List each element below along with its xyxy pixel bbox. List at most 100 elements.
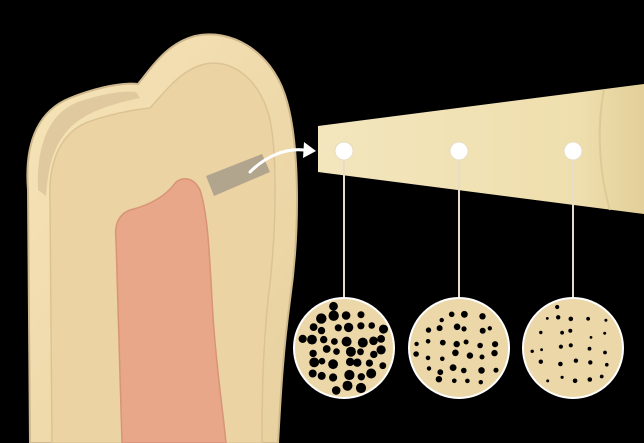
dentin-tubule <box>492 341 498 347</box>
dentin-tubule <box>559 345 563 349</box>
dentin-tubule <box>329 302 338 311</box>
dentin-tubule <box>539 331 542 334</box>
dentin-tubule <box>309 370 317 378</box>
dentin-tubule <box>437 369 443 375</box>
dentin-tubule <box>480 355 485 360</box>
dentin-tubule <box>461 311 468 318</box>
tubule-density-low <box>523 298 623 398</box>
circle-marker-icon <box>335 142 353 160</box>
dentin-tubule <box>344 370 354 380</box>
dentin-tubule <box>479 380 483 384</box>
dentin-tubule <box>561 376 564 379</box>
dentin-tubule <box>319 358 326 365</box>
dentin-tubule <box>368 322 375 329</box>
dentin-tubule <box>356 383 366 393</box>
tubule-density-medium <box>409 298 509 398</box>
dentin-tubule <box>307 335 317 345</box>
dentin-tubule <box>588 347 592 351</box>
dentin-tubule <box>569 343 573 347</box>
dentin-tubule <box>346 358 354 366</box>
dentin-tubule <box>413 351 419 357</box>
dentin-tubule <box>454 341 460 347</box>
dentin-tubule <box>560 331 564 335</box>
dentin-tubule <box>320 336 327 343</box>
dentin-tubule <box>452 379 457 384</box>
dentin-tubule <box>379 362 386 369</box>
dentin-tubule <box>558 362 563 367</box>
dentin-tubule <box>328 359 338 369</box>
dentin-tubule <box>494 368 499 373</box>
dentin-tubule <box>568 329 572 333</box>
dentin-tubule <box>603 351 607 355</box>
dentin-tubule <box>369 337 378 346</box>
dentin-tubule <box>310 323 318 331</box>
dentin-tubule <box>353 359 361 367</box>
dentin-tubule <box>588 360 592 364</box>
dentin-tubule <box>569 317 574 322</box>
dentin-tubule <box>531 350 534 353</box>
dentin-tubule <box>357 322 364 329</box>
circle-marker-icon <box>564 142 582 160</box>
dentin-tubule <box>556 315 560 319</box>
dentin-tubule <box>299 335 307 343</box>
dentin-tubule <box>377 345 386 354</box>
dentin-tubule <box>309 350 316 357</box>
dentin-tubule <box>464 340 469 345</box>
dentin-tubule <box>427 366 431 370</box>
dentin-tubule <box>539 360 543 364</box>
dentin-tubule <box>574 359 578 363</box>
dentin-tubule <box>452 350 459 357</box>
dentin-tubule <box>358 311 365 318</box>
dentin-tubule <box>588 377 593 382</box>
dentin-tubule <box>329 311 339 321</box>
dentin-tubule <box>342 311 351 320</box>
dentin-tubule <box>477 343 483 349</box>
dentin-tubule <box>436 376 442 382</box>
dentin-tubule <box>488 326 492 330</box>
dentin-tubule <box>316 313 326 323</box>
dentin-tubule <box>332 386 341 395</box>
dentin-tubule <box>546 379 549 382</box>
dentin-tubule <box>331 338 338 345</box>
circle-marker-icon <box>450 142 468 160</box>
dentin-tubule <box>555 305 559 309</box>
dentin-tubule <box>335 324 342 331</box>
tubule-density-high <box>294 298 394 398</box>
dentin-tubule <box>604 319 607 322</box>
dentin-tubule <box>377 335 385 343</box>
dentin-tubule <box>366 369 376 379</box>
dentin-tubule <box>437 325 443 331</box>
dentin-tubule <box>586 317 590 321</box>
dentin-tubule <box>346 347 356 357</box>
dentin-tubule <box>467 352 473 358</box>
dentin-tubule <box>480 328 486 334</box>
dentin-tubule <box>342 337 352 347</box>
dentin-tubule <box>440 318 444 322</box>
dentin-tubule <box>440 340 446 346</box>
dentin-tubule <box>414 342 418 346</box>
dentin-tubule <box>449 312 455 318</box>
dentin-tubule <box>540 348 543 351</box>
dentin-tubule <box>358 338 368 348</box>
dentin-tubule <box>465 379 470 384</box>
dentin-tubule <box>478 367 485 374</box>
dentin-tubule <box>461 326 466 331</box>
dentin-tubule <box>333 348 340 355</box>
dentin-tubule <box>450 364 457 371</box>
dentin-tubule <box>491 350 497 356</box>
dentin-tubule <box>329 373 337 381</box>
dentin-tubule <box>426 339 431 344</box>
dentin-tubule <box>318 327 325 334</box>
dentin-tubule <box>343 381 353 391</box>
dentin-tubule <box>600 375 604 379</box>
dentin-tubule <box>573 379 578 384</box>
dentin-tubule <box>546 317 549 320</box>
dentin-tubule <box>590 336 593 339</box>
dentin-tubule <box>605 363 609 367</box>
dentin-tubule <box>358 373 365 380</box>
dentin-tubule <box>318 372 326 380</box>
dentin-tubule <box>440 357 445 362</box>
dentin-tubule <box>357 348 364 355</box>
